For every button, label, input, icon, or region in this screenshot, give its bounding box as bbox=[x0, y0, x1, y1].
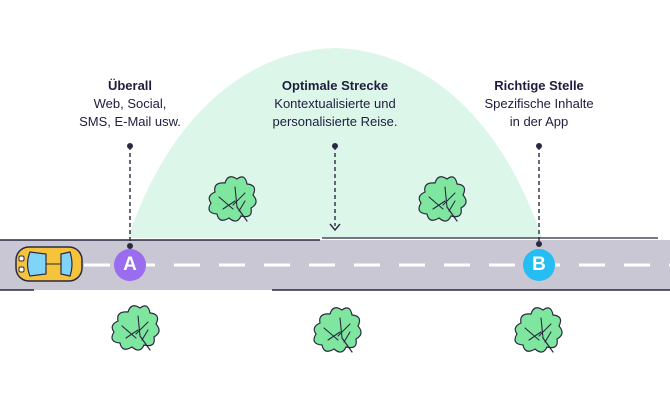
bush-icon bbox=[111, 305, 160, 351]
marker-a-label: A bbox=[123, 254, 137, 275]
marker-b-dot bbox=[536, 241, 542, 247]
label-left: Überall Web, Social, SMS, E-Mail usw. bbox=[50, 77, 210, 131]
label-right: Richtige Stelle Spezifische Inhalte in d… bbox=[459, 77, 619, 131]
label-left-title: Überall bbox=[107, 78, 153, 93]
label-middle-line-2: personalisierte Reise. bbox=[272, 114, 398, 129]
bush-icon bbox=[313, 307, 362, 353]
connector-middle bbox=[329, 143, 341, 232]
marker-b bbox=[523, 249, 555, 281]
label-right-title: Richtige Stelle bbox=[494, 78, 584, 93]
label-right-line-2: in der App bbox=[509, 114, 569, 129]
connector-a bbox=[127, 143, 133, 246]
label-middle-title: Optimale Strecke bbox=[281, 78, 389, 93]
arrow-down-icon bbox=[329, 223, 341, 232]
label-left-line-2: SMS, E-Mail usw. bbox=[79, 114, 181, 129]
marker-a bbox=[114, 249, 146, 281]
label-left-line-1: Web, Social, bbox=[93, 96, 167, 111]
label-middle: Optimale Strecke Kontextualisierte und p… bbox=[250, 77, 420, 131]
marker-a-dot bbox=[127, 243, 133, 249]
car-icon bbox=[15, 246, 83, 282]
label-right-line-1: Spezifische Inhalte bbox=[484, 96, 594, 111]
connector-b bbox=[536, 143, 542, 244]
bush-icon bbox=[514, 307, 563, 353]
marker-b-label: B bbox=[532, 254, 546, 275]
label-middle-line-1: Kontextualisierte und bbox=[274, 96, 396, 111]
